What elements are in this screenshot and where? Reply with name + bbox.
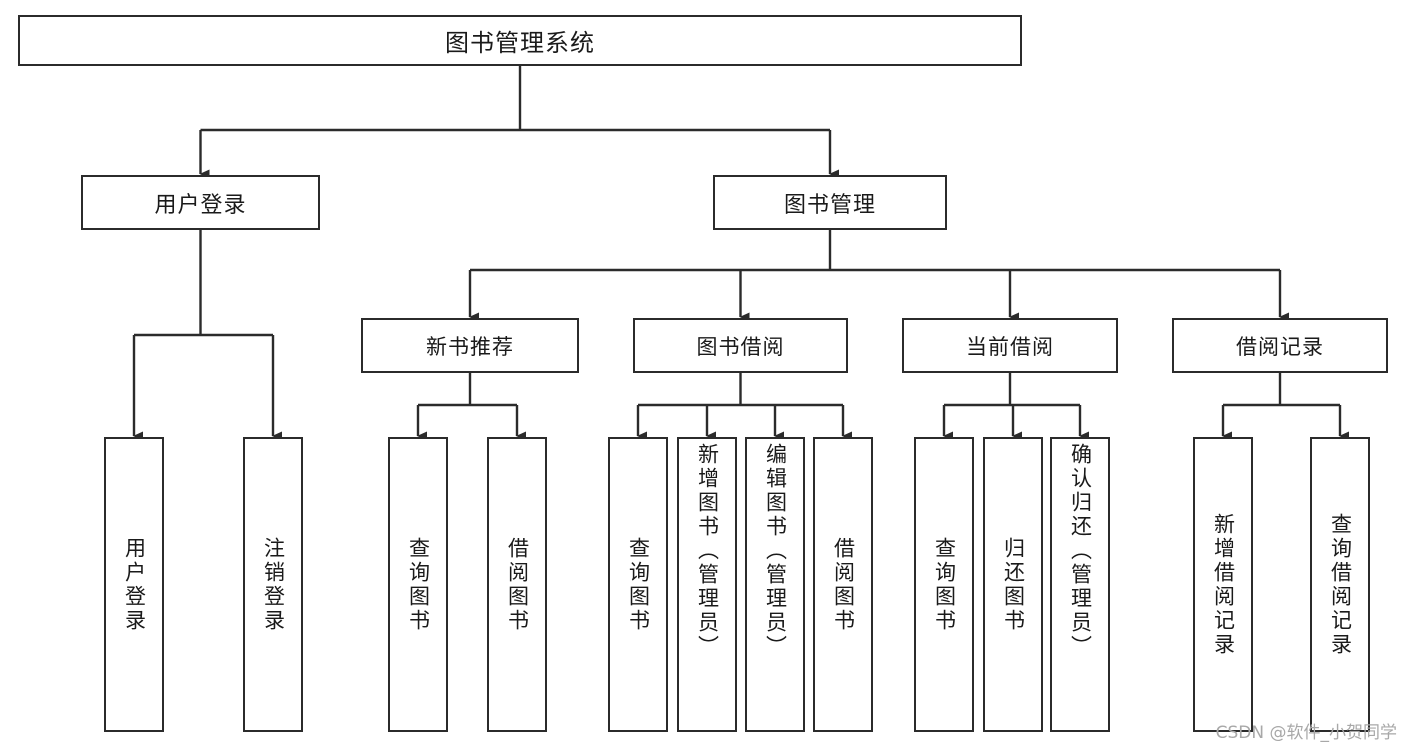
node-new-book-recommend[interactable]: 新书推荐 [361, 318, 579, 373]
node-leaf-add-record[interactable]: 新增借阅记录 [1193, 437, 1253, 732]
node-book-manage[interactable]: 图书管理 [713, 175, 947, 230]
node-leaf-return-book-label: 归还图书 [1001, 536, 1026, 633]
node-book-borrow[interactable]: 图书借阅 [633, 318, 848, 373]
node-root-label: 图书管理系统 [445, 29, 595, 57]
node-leaf-edit-book-label: 编辑图书（管理员） [763, 443, 788, 659]
node-leaf-add-record-label: 新增借阅记录 [1211, 512, 1236, 657]
node-root[interactable]: 图书管理系统 [18, 15, 1022, 66]
node-leaf-query-book-3[interactable]: 查询图书 [914, 437, 974, 732]
node-book-manage-label: 图书管理 [783, 192, 876, 218]
node-leaf-query-book-3-label: 查询图书 [932, 536, 957, 633]
node-leaf-return-book[interactable]: 归还图书 [983, 437, 1043, 732]
node-leaf-borrow-book-2-label: 借阅图书 [831, 536, 856, 633]
node-leaf-borrow-book-1-label: 借阅图书 [505, 536, 530, 633]
node-user-login[interactable]: 用户登录 [81, 175, 320, 230]
node-leaf-user-login[interactable]: 用户登录 [104, 437, 164, 732]
node-leaf-add-book[interactable]: 新增图书（管理员） [677, 437, 737, 732]
node-leaf-query-record-label: 查询借阅记录 [1328, 512, 1353, 657]
node-leaf-logout-label: 注销登录 [261, 536, 286, 633]
node-user-login-label: 用户登录 [154, 192, 247, 218]
csdn-watermark: CSDN @软件_小贺同学 [1215, 723, 1397, 743]
node-leaf-borrow-book-2[interactable]: 借阅图书 [813, 437, 873, 732]
node-borrow-record[interactable]: 借阅记录 [1172, 318, 1388, 373]
node-leaf-query-book-1-label: 查询图书 [406, 536, 431, 633]
node-leaf-query-book-2-label: 查询图书 [626, 536, 651, 633]
node-leaf-borrow-book-1[interactable]: 借阅图书 [487, 437, 547, 732]
node-new-book-recommend-label: 新书推荐 [426, 334, 514, 359]
node-leaf-query-book-1[interactable]: 查询图书 [388, 437, 448, 732]
node-current-borrow[interactable]: 当前借阅 [902, 318, 1118, 373]
node-book-borrow-label: 图书借阅 [696, 334, 785, 359]
node-borrow-record-label: 借阅记录 [1236, 334, 1324, 359]
node-leaf-add-book-label: 新增图书（管理员） [695, 443, 720, 659]
node-leaf-user-login-label: 用户登录 [122, 536, 147, 633]
node-leaf-query-record[interactable]: 查询借阅记录 [1310, 437, 1370, 732]
node-leaf-logout[interactable]: 注销登录 [243, 437, 303, 732]
node-leaf-confirm-return[interactable]: 确认归还（管理员） [1050, 437, 1110, 732]
node-leaf-confirm-return-label: 确认归还（管理员） [1068, 443, 1093, 659]
node-current-borrow-label: 当前借阅 [966, 334, 1054, 359]
node-leaf-query-book-2[interactable]: 查询图书 [608, 437, 668, 732]
node-leaf-edit-book[interactable]: 编辑图书（管理员） [745, 437, 805, 732]
